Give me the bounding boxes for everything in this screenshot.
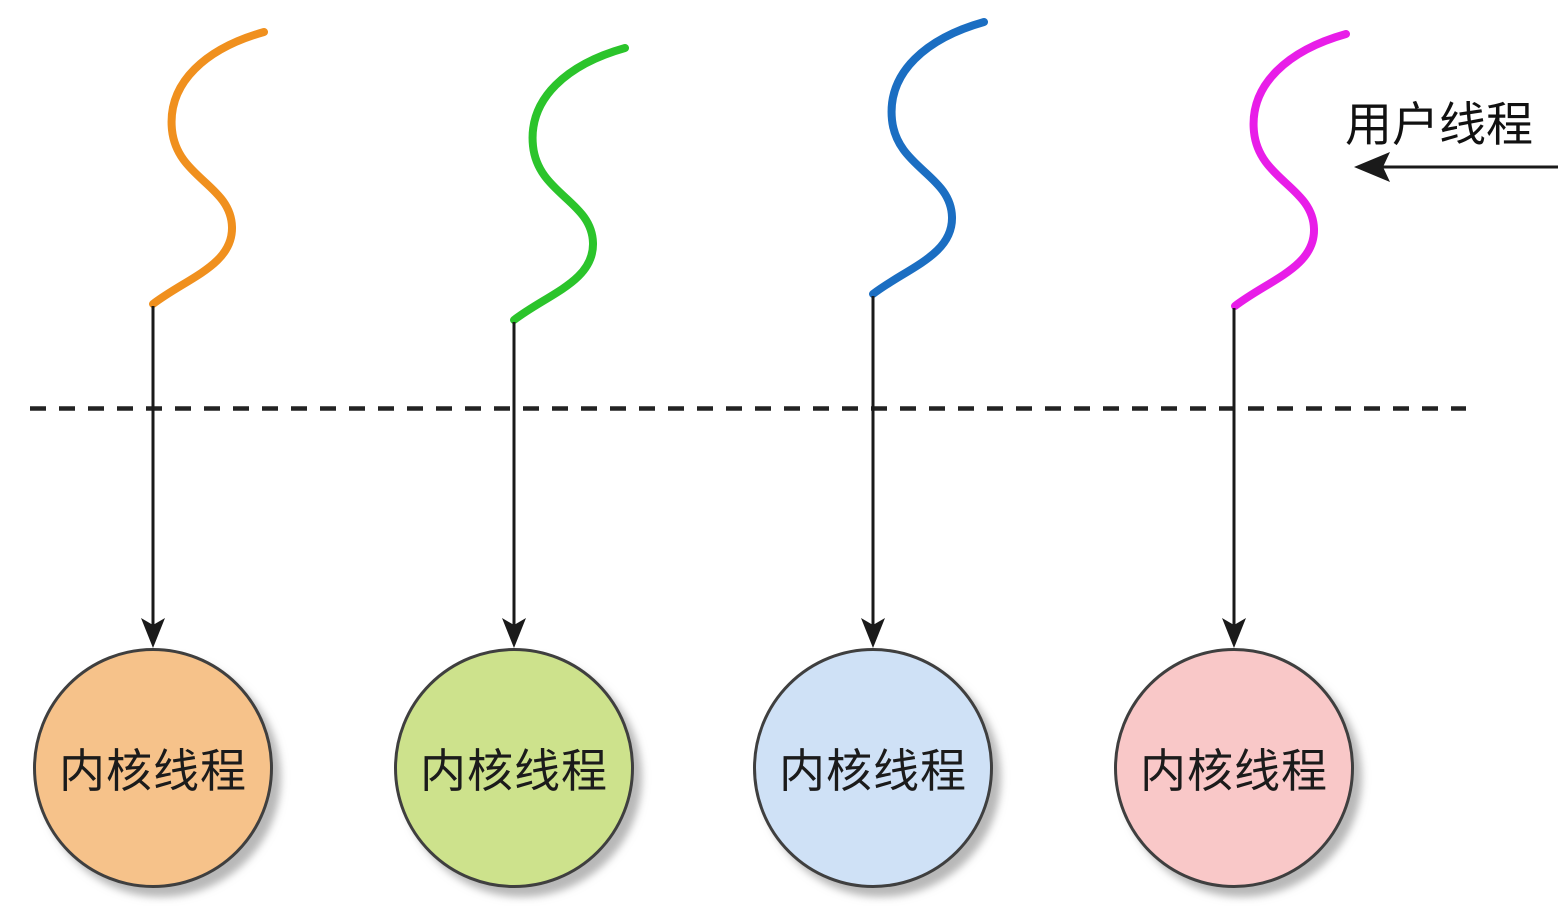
left-arrow-icon bbox=[1354, 152, 1558, 182]
down-arrow-icon bbox=[141, 306, 165, 648]
kernel-thread-label-3: 内核线程 bbox=[779, 745, 967, 797]
down-arrow-icon bbox=[1222, 308, 1246, 648]
kernel-thread-circle-3: 内核线程 bbox=[753, 648, 993, 888]
kernel-thread-label-1: 内核线程 bbox=[59, 745, 247, 797]
kernel-thread-circle-1: 内核线程 bbox=[33, 648, 273, 888]
user-thread-annotation-label: 用户线程 bbox=[1345, 98, 1533, 151]
mapping-arrow-3 bbox=[858, 296, 888, 650]
user-thread-annotation-arrow bbox=[1350, 148, 1558, 186]
user-kernel-space-divider bbox=[28, 404, 1468, 413]
kernel-thread-circle-4: 内核线程 bbox=[1114, 648, 1354, 888]
mapping-arrow-4 bbox=[1219, 308, 1249, 650]
user-thread-curve-3-icon bbox=[869, 18, 988, 298]
dashed-line-icon bbox=[30, 406, 1466, 411]
kernel-thread-label-4: 内核线程 bbox=[1140, 745, 1328, 797]
user-thread-curve-2-icon bbox=[510, 44, 629, 324]
down-arrow-icon bbox=[861, 296, 885, 648]
user-thread-curve-2 bbox=[500, 36, 635, 326]
user-thread-curve-1-icon bbox=[149, 28, 268, 308]
mapping-arrow-1 bbox=[138, 306, 168, 650]
kernel-thread-circle-2: 内核线程 bbox=[394, 648, 634, 888]
down-arrow-icon bbox=[502, 322, 526, 648]
user-thread-curve-4 bbox=[1221, 22, 1356, 312]
user-thread-curve-3 bbox=[859, 10, 994, 300]
kernel-thread-label-2: 内核线程 bbox=[420, 745, 608, 797]
user-thread-curve-4-icon bbox=[1231, 30, 1350, 310]
mapping-arrow-2 bbox=[499, 322, 529, 650]
user-thread-curve-1 bbox=[139, 20, 274, 310]
